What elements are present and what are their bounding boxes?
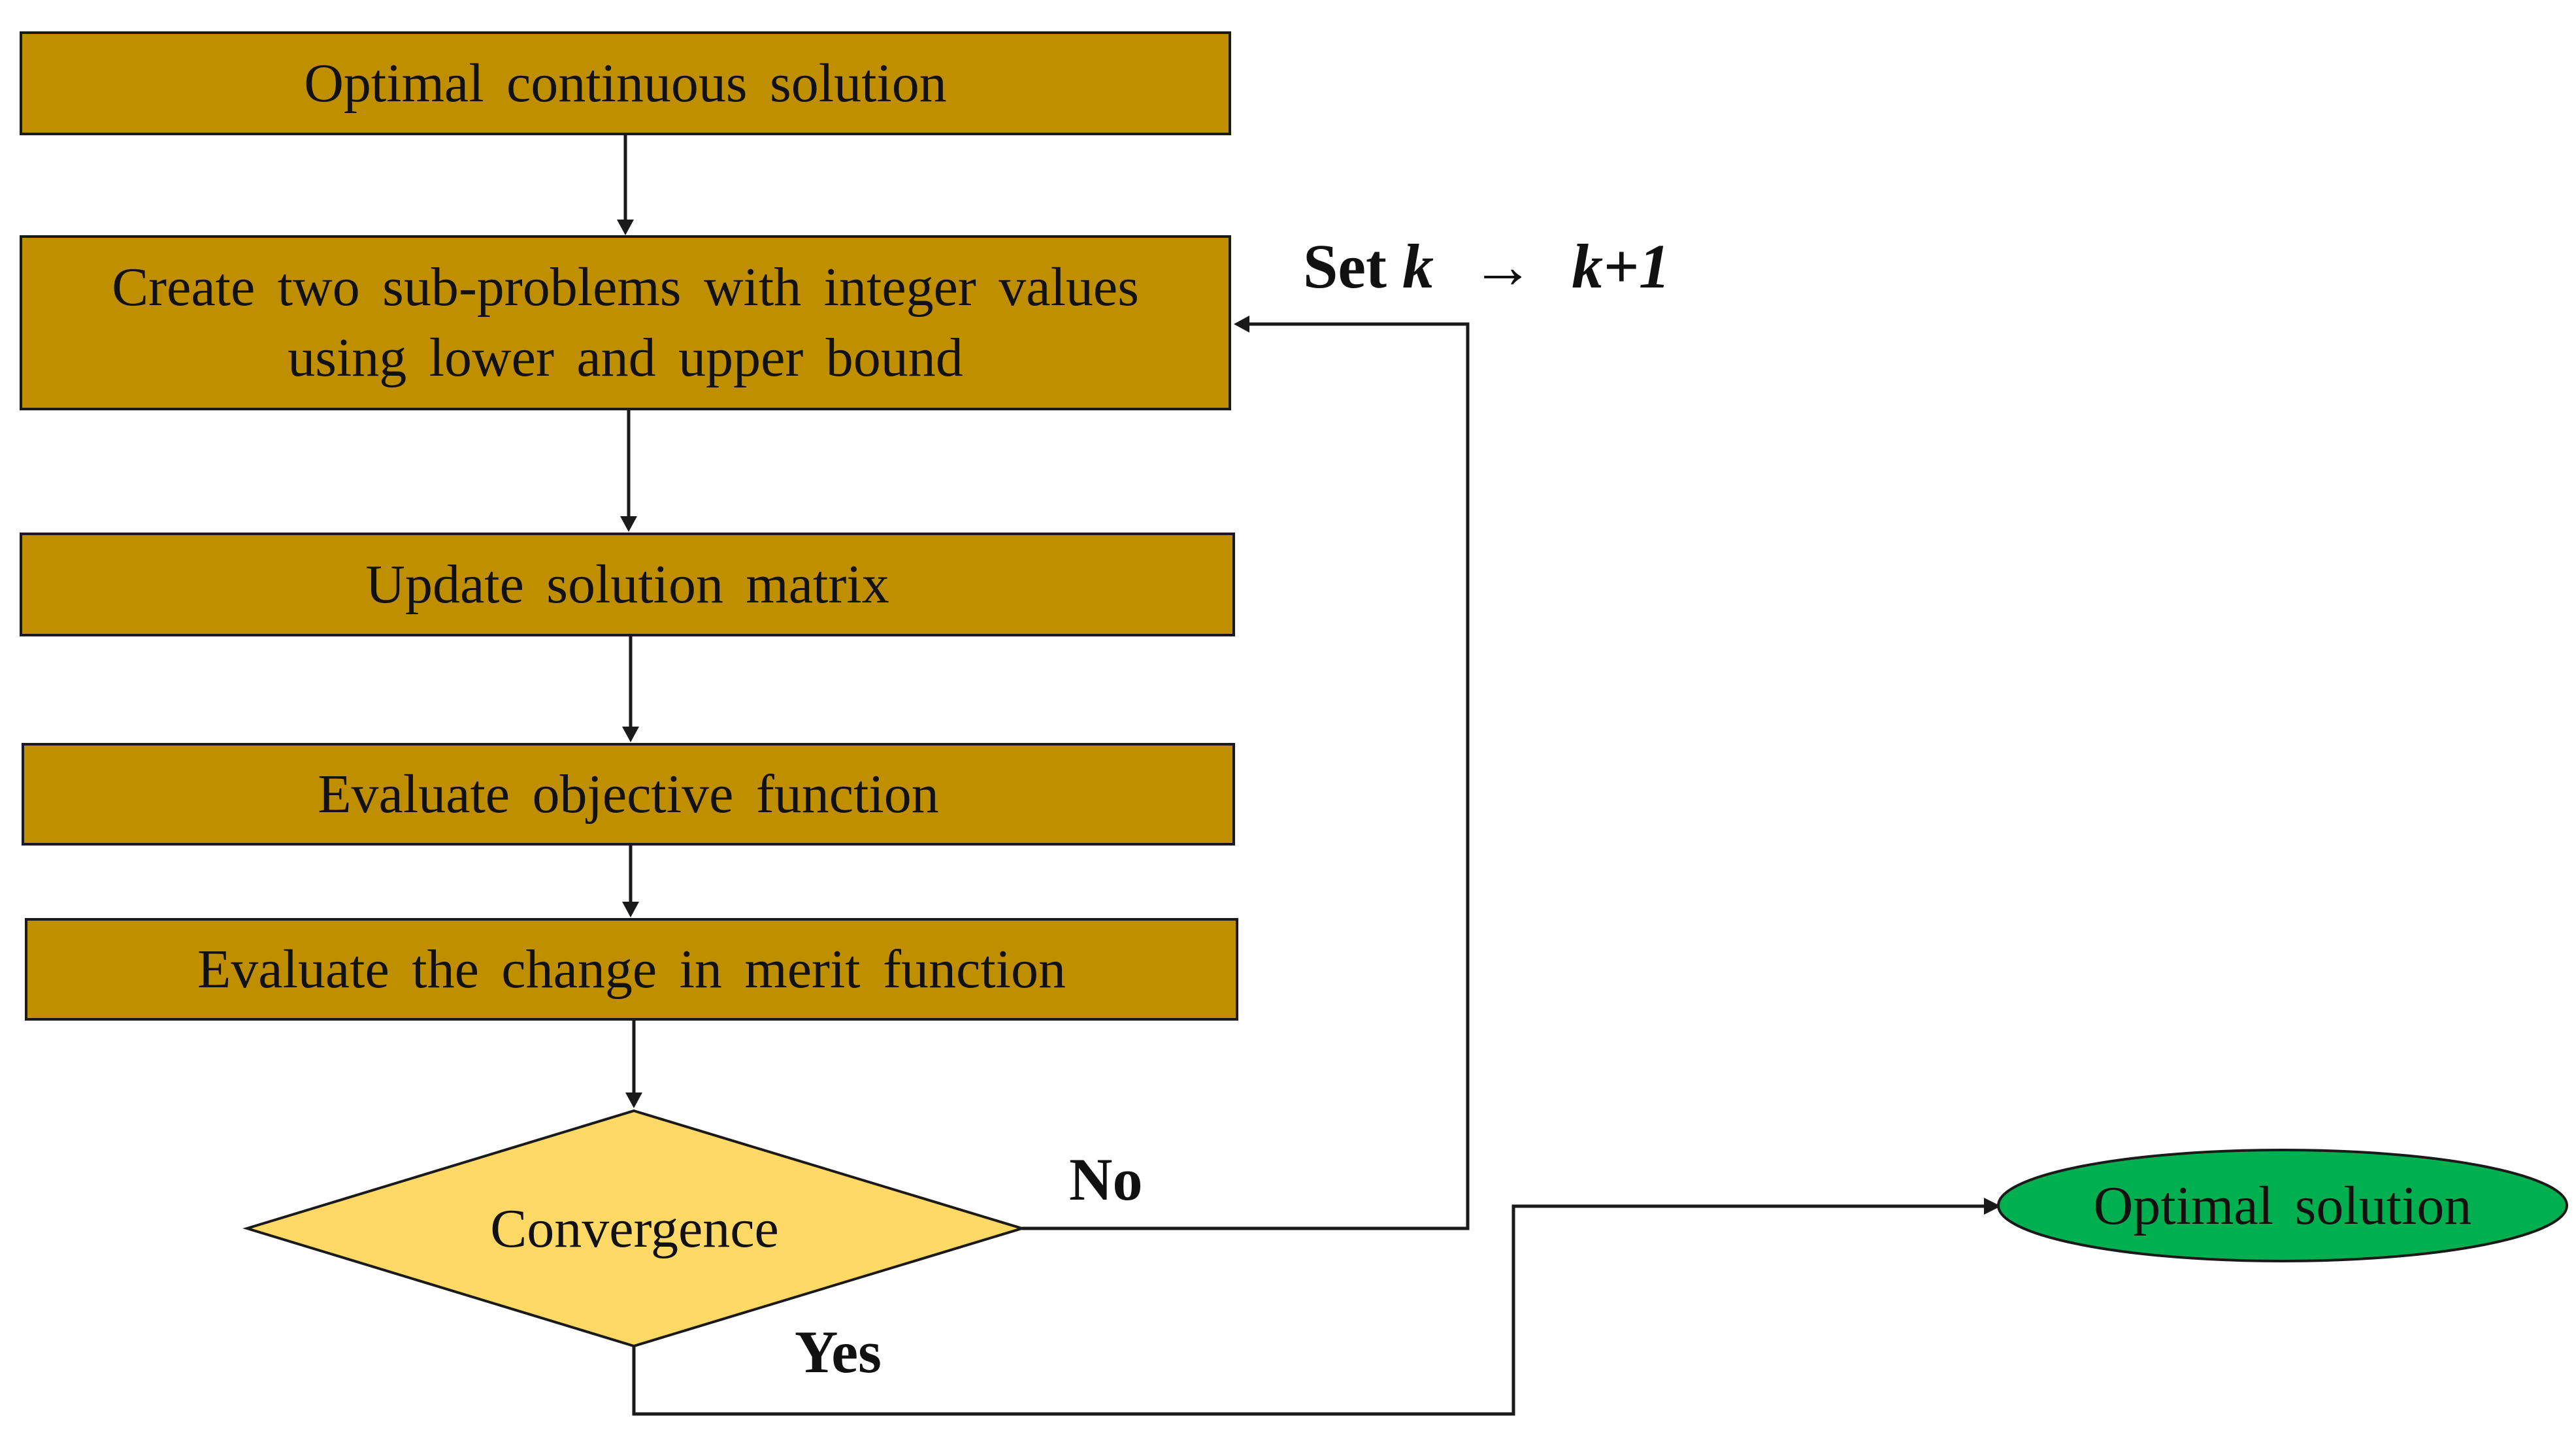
- no-branch-connector: [1022, 322, 1470, 1230]
- arrowhead-convergence: [625, 1092, 642, 1108]
- iteration-arrow-icon: →: [1471, 231, 1534, 301]
- yes-branch-connector: [632, 1204, 1987, 1416]
- update-solution-matrix-label: Update solution matrix: [365, 553, 889, 615]
- create-subproblems-label-line2: using lower and upper bound: [288, 327, 963, 388]
- optimal-continuous-solution-label: Optimal continuous solution: [304, 52, 947, 114]
- arrowhead-loop: [1234, 316, 1249, 333]
- arrowhead-objective: [622, 727, 639, 742]
- convergence-label: Convergence: [490, 1198, 779, 1259]
- optimal-continuous-solution-box: Optimal continuous solution: [20, 31, 1231, 135]
- arrowhead-update: [620, 516, 637, 532]
- evaluate-objective-function-box: Evaluate objective function: [22, 743, 1235, 846]
- evaluate-merit-function-box: Evaluate the change in merit function: [25, 918, 1238, 1021]
- update-solution-matrix-box: Update solution matrix: [20, 533, 1235, 636]
- evaluate-objective-function-label: Evaluate objective function: [318, 763, 939, 825]
- create-subproblems-label-line1: Create two sub-problems with integer val…: [112, 257, 1139, 318]
- arrowhead-create: [617, 220, 634, 235]
- arrowhead-terminal: [1984, 1198, 2001, 1215]
- iteration-k-next: k+1: [1572, 231, 1670, 301]
- optimal-solution-label: Optimal solution: [2093, 1175, 2472, 1236]
- no-branch-label: No: [1069, 1146, 1143, 1213]
- iteration-set-word: Set: [1303, 231, 1387, 301]
- iteration-k: k: [1402, 231, 1434, 301]
- arrowhead-merit: [622, 902, 639, 917]
- optimal-solution-terminal: [1997, 1149, 2568, 1262]
- yes-branch-label: Yes: [795, 1319, 882, 1385]
- create-subproblems-box: Create two sub-problems with integer val…: [20, 235, 1231, 410]
- iteration-label: Set k → k+1: [1303, 230, 1670, 303]
- evaluate-merit-function-label: Evaluate the change in merit function: [197, 938, 1066, 1000]
